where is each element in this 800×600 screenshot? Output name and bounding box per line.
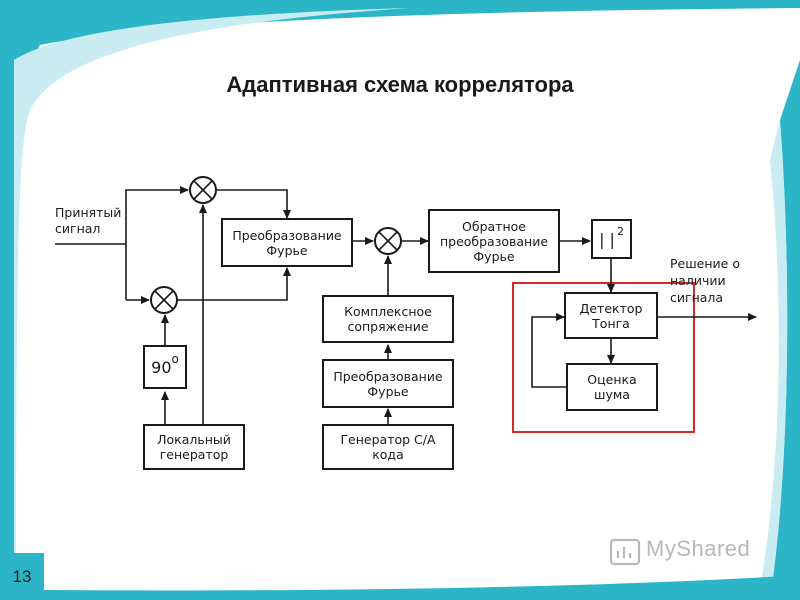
multiplier-middle: [374, 227, 402, 255]
inverse-fourier-block: Обратное преобразование Фурье: [428, 209, 560, 273]
local-generator-block: Локальный генератор: [143, 424, 245, 470]
frame-light-right: [758, 120, 788, 600]
abs-squared-label: | |: [599, 229, 615, 249]
complex-conjugate-block: Комплексное сопряжение: [322, 295, 454, 343]
page-title: Адаптивная схема коррелятора: [226, 72, 574, 97]
tone-detector-block: Детектор Тонга: [564, 292, 658, 339]
signal-lines: [55, 186, 757, 425]
frame-teal-right: [770, 60, 800, 600]
highlight-region: [512, 282, 695, 433]
fourier-transform-bottom-block: Преобразование Фурье: [322, 359, 454, 408]
frame-teal-bottom: [44, 575, 800, 600]
frame-light-top: [14, 8, 410, 600]
input-signal-label: Принятый сигнал: [55, 205, 122, 236]
ca-code-generator-block: Генератор C/A кода: [322, 424, 454, 470]
noise-estimate-block: Оценка шума: [566, 363, 658, 411]
watermark-text: MyShared: [646, 536, 751, 561]
abs-squared-power: 2: [616, 224, 624, 238]
abs-squared-block: | |2: [591, 219, 632, 259]
slide-number: 13: [0, 553, 44, 600]
output-decision-label: Решение о наличии сигнала: [670, 256, 740, 305]
phase-shift-value: 90: [151, 357, 172, 377]
watermark-logo-icon: [609, 538, 641, 566]
phase-shift-degree: o: [171, 351, 179, 366]
multiplier-top: [189, 176, 217, 204]
multiplier-bottom: [150, 286, 178, 314]
fourier-transform-top-block: Преобразование Фурье: [221, 218, 353, 267]
